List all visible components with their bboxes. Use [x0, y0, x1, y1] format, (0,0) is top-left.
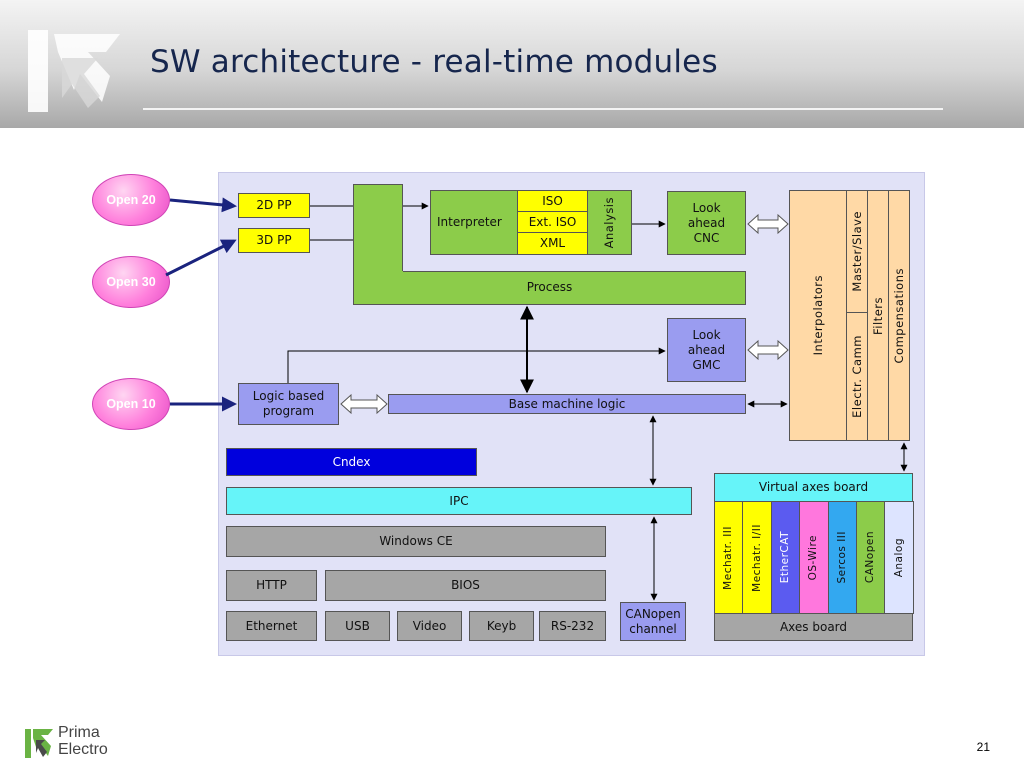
page-number: 21 — [976, 740, 990, 754]
filters-block: Filters — [867, 190, 889, 441]
ext-iso-block: Ext. ISO — [517, 211, 588, 233]
drive-label: Mechatr. I/II — [750, 523, 763, 592]
xml-block: XML — [517, 232, 588, 255]
electr-camm-label: Electr. Camm — [849, 335, 864, 418]
usb-block: USB — [325, 611, 390, 641]
open-20-bubble: Open 20 — [92, 174, 170, 226]
look-ahead-gmc-line2: ahead — [687, 342, 726, 357]
drive-label: CANopen — [864, 531, 877, 584]
windows-ce-block: Windows CE — [226, 526, 606, 557]
drive-column-os-wire: OS-Wire — [799, 501, 829, 614]
drive-column-sercos-iii: Sercos III — [827, 501, 857, 614]
corner-arrow-logo — [28, 30, 120, 112]
look-ahead-gmc-line1: Look — [692, 327, 721, 342]
electr-camm-block: Electr. Camm — [846, 312, 868, 441]
keyb-block: Keyb — [469, 611, 534, 641]
base-machine-logic-block: Base machine logic — [388, 394, 746, 414]
drive-label: Analog — [892, 537, 905, 578]
pp-3d-block: 3D PP — [238, 228, 310, 253]
video-block: Video — [397, 611, 462, 641]
open-30-bubble: Open 30 — [92, 256, 170, 308]
canopen-channel-block: CANopen channel — [620, 602, 686, 641]
drive-label: Sercos III — [835, 531, 848, 584]
analysis-block: Analysis — [587, 190, 632, 255]
brand-line1: Prima — [58, 724, 100, 741]
axes-board-block: Axes board — [714, 613, 913, 641]
brand-mark-icon — [25, 729, 53, 758]
interpolators-block: Interpolators — [789, 190, 847, 441]
analysis-label: Analysis — [602, 196, 616, 249]
cndex-block: Cndex — [226, 448, 477, 476]
look-ahead-cnc-block: Look ahead CNC — [667, 191, 746, 255]
process-label: Process — [526, 280, 573, 294]
bios-block: BIOS — [325, 570, 606, 601]
http-block: HTTP — [226, 570, 317, 601]
rs232-block: RS-232 — [539, 611, 606, 641]
filters-label: Filters — [870, 296, 885, 335]
logic-program-line2: program — [262, 404, 315, 418]
logic-based-program-block: Logic based program — [238, 383, 339, 425]
master-slave-label: Master/Slave — [849, 211, 864, 292]
process-block: Process — [353, 271, 746, 305]
slide-title: SW architecture - real-time modules — [150, 44, 718, 80]
canopen-channel-line2: channel — [629, 621, 677, 636]
prima-electro-logo: Prima Electro — [24, 724, 134, 762]
look-ahead-gmc-block: Look ahead GMC — [667, 318, 746, 382]
canopen-channel-line1: CANopen — [625, 606, 681, 621]
open-10-bubble: Open 10 — [92, 378, 170, 430]
pp-2d-block: 2D PP — [238, 193, 310, 218]
drive-label: Mechatr. III — [722, 525, 735, 590]
compensations-label: Compensations — [891, 267, 906, 364]
logic-program-line1: Logic based — [252, 389, 325, 403]
look-ahead-gmc-line3: GMC — [692, 357, 721, 372]
interpreter-block: Interpreter — [430, 190, 518, 255]
look-ahead-cnc-line3: CNC — [693, 230, 720, 245]
process-block-top-edge — [403, 271, 746, 272]
drive-column-mechatr-iii: Mechatr. III — [714, 501, 744, 614]
interpolators-label: Interpolators — [810, 275, 825, 356]
drive-column-analog: Analog — [884, 501, 914, 614]
drive-column-canopen: CANopen — [856, 501, 886, 614]
drive-column-mechatr-i-ii: Mechatr. I/II — [742, 501, 772, 614]
iso-block: ISO — [517, 190, 588, 212]
header-band: SW architecture - real-time modules — [0, 0, 1024, 128]
compensations-block: Compensations — [888, 190, 910, 441]
look-ahead-cnc-line1: Look — [692, 200, 721, 215]
brand-line2: Electro — [58, 741, 108, 758]
master-slave-block: Master/Slave — [846, 190, 868, 313]
ethernet-block: Ethernet — [226, 611, 317, 641]
title-underline — [143, 108, 943, 110]
drive-label: EtherCAT — [778, 531, 791, 584]
drive-label: OS-Wire — [807, 534, 820, 581]
look-ahead-cnc-line2: ahead — [687, 215, 726, 230]
ipc-block: IPC — [226, 487, 692, 515]
drive-column-ethercat: EtherCAT — [770, 501, 801, 614]
virtual-axes-board-block: Virtual axes board — [714, 473, 913, 502]
